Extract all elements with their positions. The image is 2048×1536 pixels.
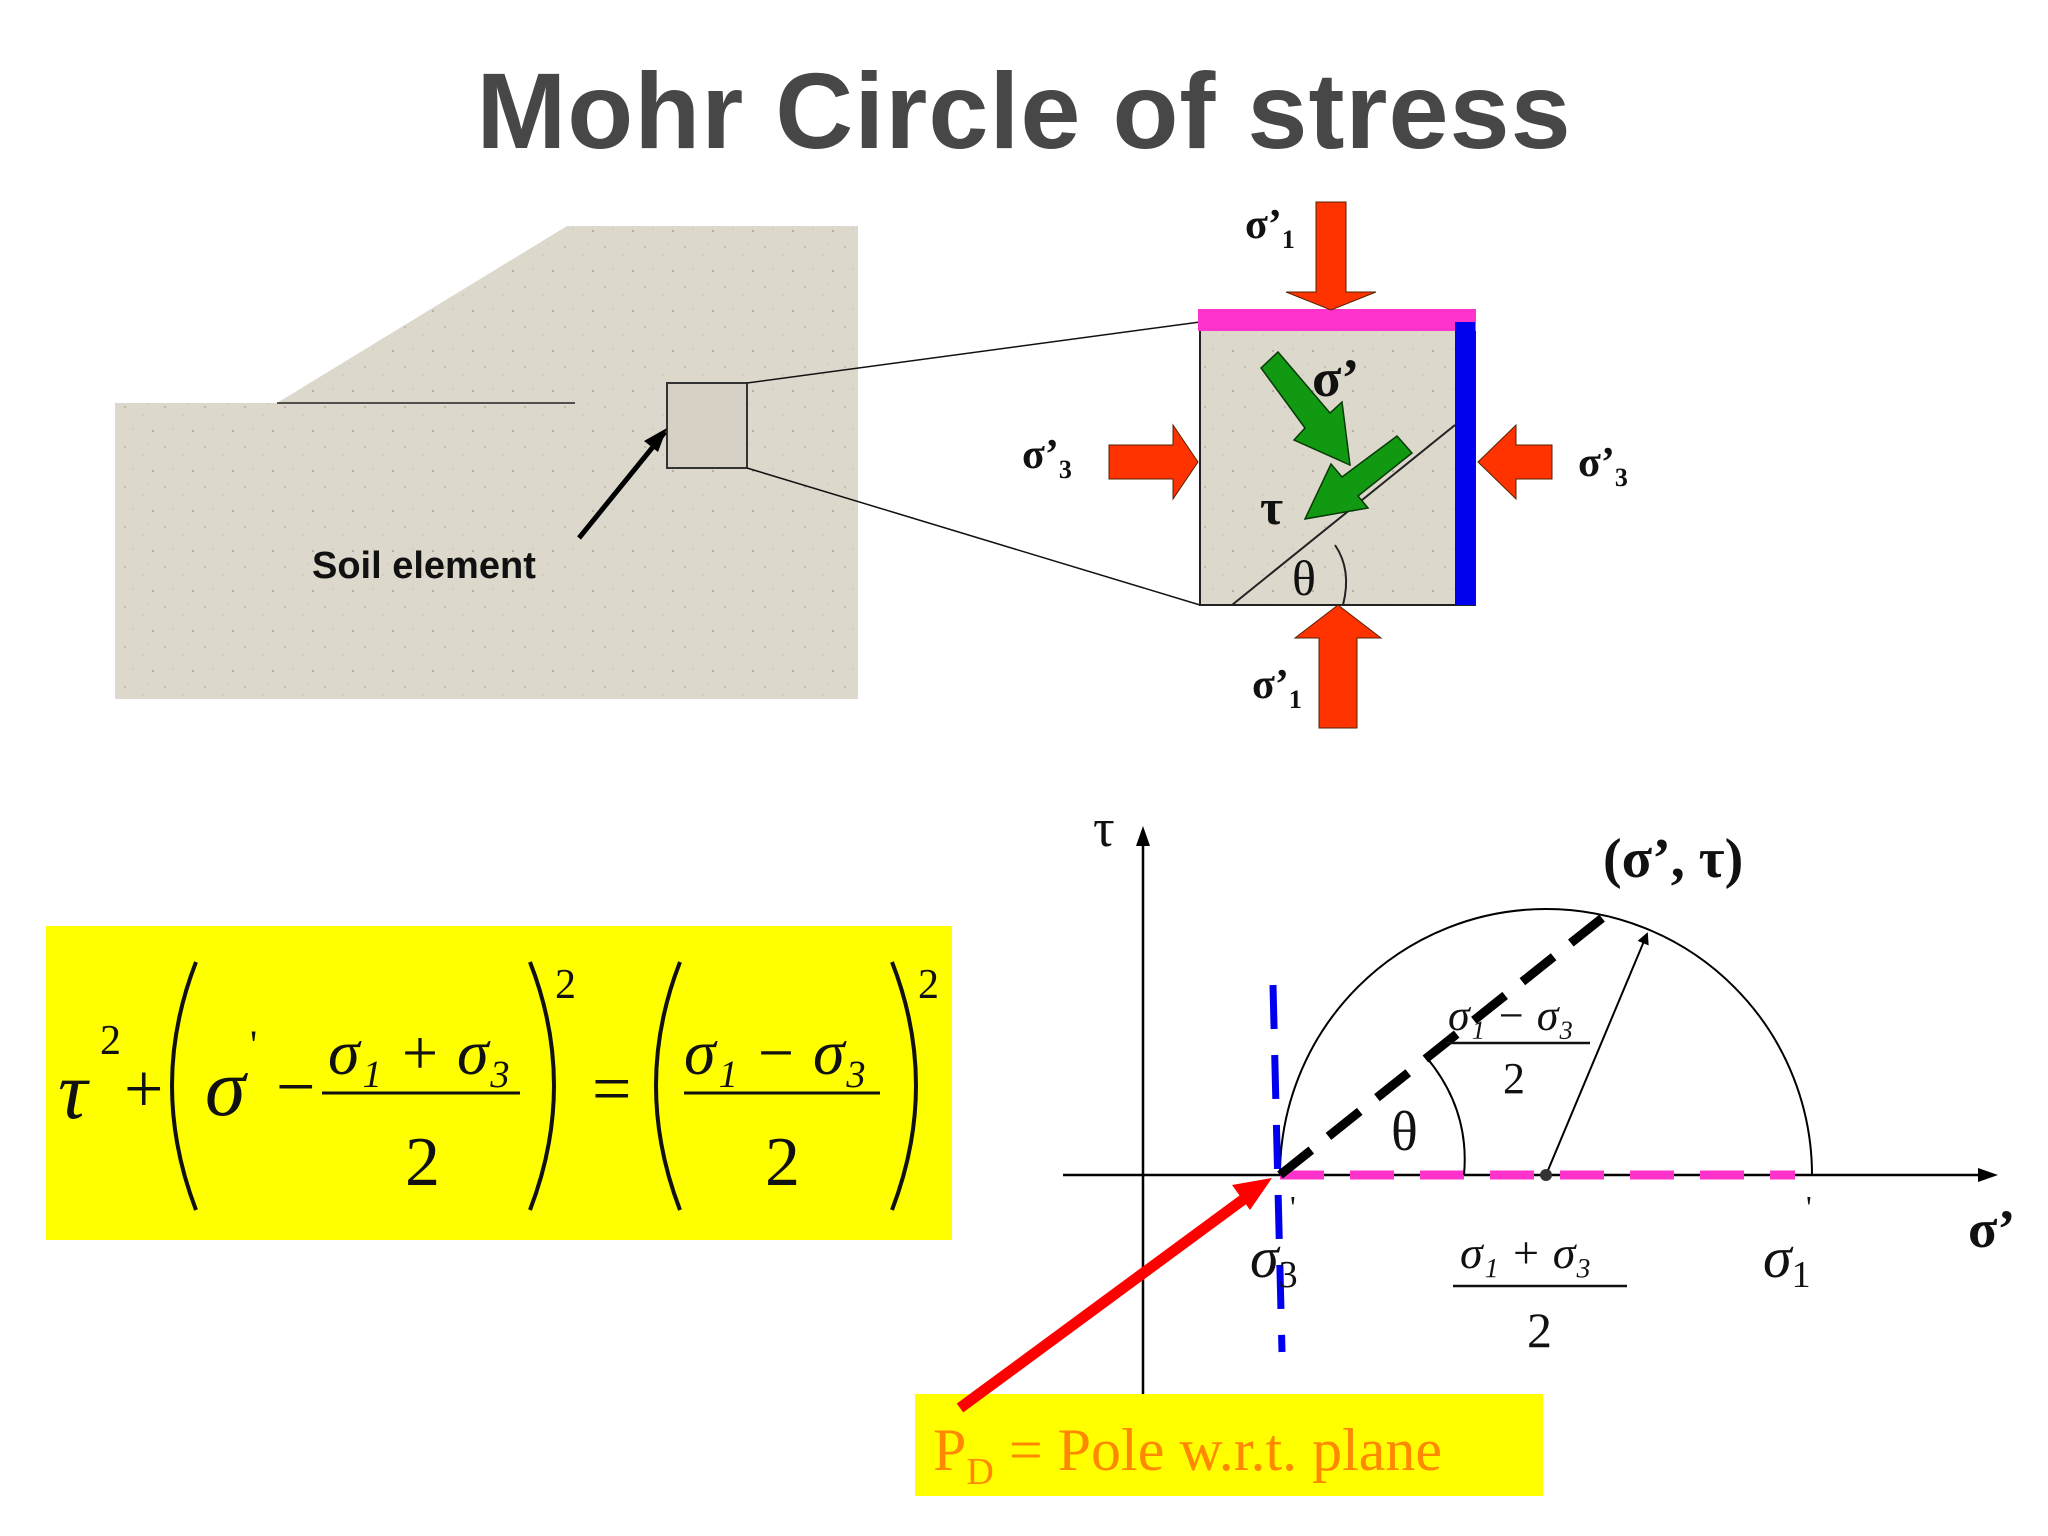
equation-background — [46, 926, 952, 1240]
center-numerator: σ₁ + σ₃ — [1460, 1227, 1591, 1278]
eq-equals: = — [592, 1051, 631, 1128]
radius-numerator: σ₁ − σ₃ — [1448, 991, 1574, 1040]
sigma1-axis-label: σ1 — [1763, 1225, 1811, 1296]
right-paren-open — [654, 961, 682, 1211]
eq-left-numerator: σ₁ + σ₃ — [328, 1017, 511, 1088]
sigma1-bottom-arrow — [1293, 604, 1383, 729]
eq-left-denominator: 2 — [405, 1124, 440, 1201]
mohr-circle — [1279, 908, 1813, 1176]
normal-stress-arrow — [1260, 350, 1351, 467]
pole-to-point-dashes — [1277, 907, 1614, 1179]
sigma-axis-label: σ’ — [1968, 1199, 2015, 1259]
pole-callout: PD = Pole w.r.t. plane — [915, 1178, 1543, 1496]
soil-block: Soil element — [115, 226, 1201, 699]
top-plane-bar — [1198, 309, 1476, 331]
eq-minus: − — [276, 1049, 315, 1126]
eq-tau-square: 2 — [100, 1018, 121, 1064]
pole-label: PD = Pole w.r.t. plane — [933, 1417, 1442, 1493]
pole-label-background — [915, 1394, 1543, 1496]
soil-element-box — [666, 382, 748, 469]
eq-sigma: σ — [205, 1042, 249, 1133]
sigma3-right-label: σ’3 — [1578, 440, 1628, 492]
sigma3-left-label: σ’3 — [1022, 432, 1072, 484]
center-denominator: 2 — [1527, 1302, 1552, 1358]
eq-left-square: 2 — [555, 962, 576, 1008]
normal-stress-label: σ’ — [1312, 348, 1359, 408]
eq-right-denominator: 2 — [765, 1124, 800, 1201]
sigma3-left-arrow — [1108, 423, 1199, 501]
inclined-plane — [1231, 424, 1456, 606]
pointer-arrow — [577, 430, 667, 540]
eq-sigma-prime: ' — [250, 1022, 257, 1067]
side-plane-bar — [1455, 322, 1475, 605]
eq-right-square: 2 — [918, 962, 939, 1008]
eq-right-numerator: σ₁ − σ₃ — [684, 1017, 867, 1088]
shear-stress-arrow — [1303, 434, 1414, 520]
mohr-equation: τ 2 + σ ' − σ₁ + σ₃ 2 2 = σ₁ − σ₃ 2 2 — [46, 926, 952, 1240]
point-label: (σ’, τ) — [1603, 828, 1743, 890]
sigma1-bottom-label: σ’1 — [1252, 662, 1302, 714]
eq-tau: τ — [58, 1045, 90, 1136]
angle-arc — [1334, 544, 1348, 606]
radius-arrow — [1545, 932, 1649, 1176]
eq-plus: + — [124, 1051, 163, 1128]
radius-denominator: 2 — [1503, 1054, 1525, 1103]
sigma3-axis-label: σ3 — [1250, 1225, 1298, 1296]
page-title: Mohr Circle of stress — [476, 50, 1572, 171]
pole-line-blue — [1269, 984, 1286, 1353]
sigma3-right-arrow — [1477, 423, 1553, 501]
shear-stress-label: τ — [1260, 479, 1283, 535]
sigma1-top-label: σ’1 — [1245, 202, 1295, 254]
sigma3-prime: ' — [1290, 1189, 1296, 1225]
theta-arc — [1426, 1057, 1466, 1176]
sigma1-top-arrow — [1285, 201, 1377, 311]
sigma1-prime: ' — [1806, 1189, 1812, 1225]
left-paren-close — [528, 961, 556, 1211]
left-paren-open — [170, 961, 198, 1211]
pole-arrow — [956, 1191, 1252, 1413]
tau-axis-label: τ — [1093, 798, 1115, 858]
mohr-circle-diagram: τ σ’ (σ’, τ) σ₁ − σ₃ 2 θ σ3 ' σ₁ + σ₃ 2 … — [1063, 798, 2015, 1394]
theta-label: θ — [1391, 1101, 1418, 1163]
stress-element: σ’1 σ’1 σ’3 σ’3 σ’ τ θ — [1022, 201, 1628, 729]
angle-label: θ — [1292, 550, 1316, 606]
soil-element-label: Soil element — [312, 545, 536, 587]
circle-center — [1540, 1169, 1552, 1181]
right-paren-close — [890, 961, 918, 1211]
